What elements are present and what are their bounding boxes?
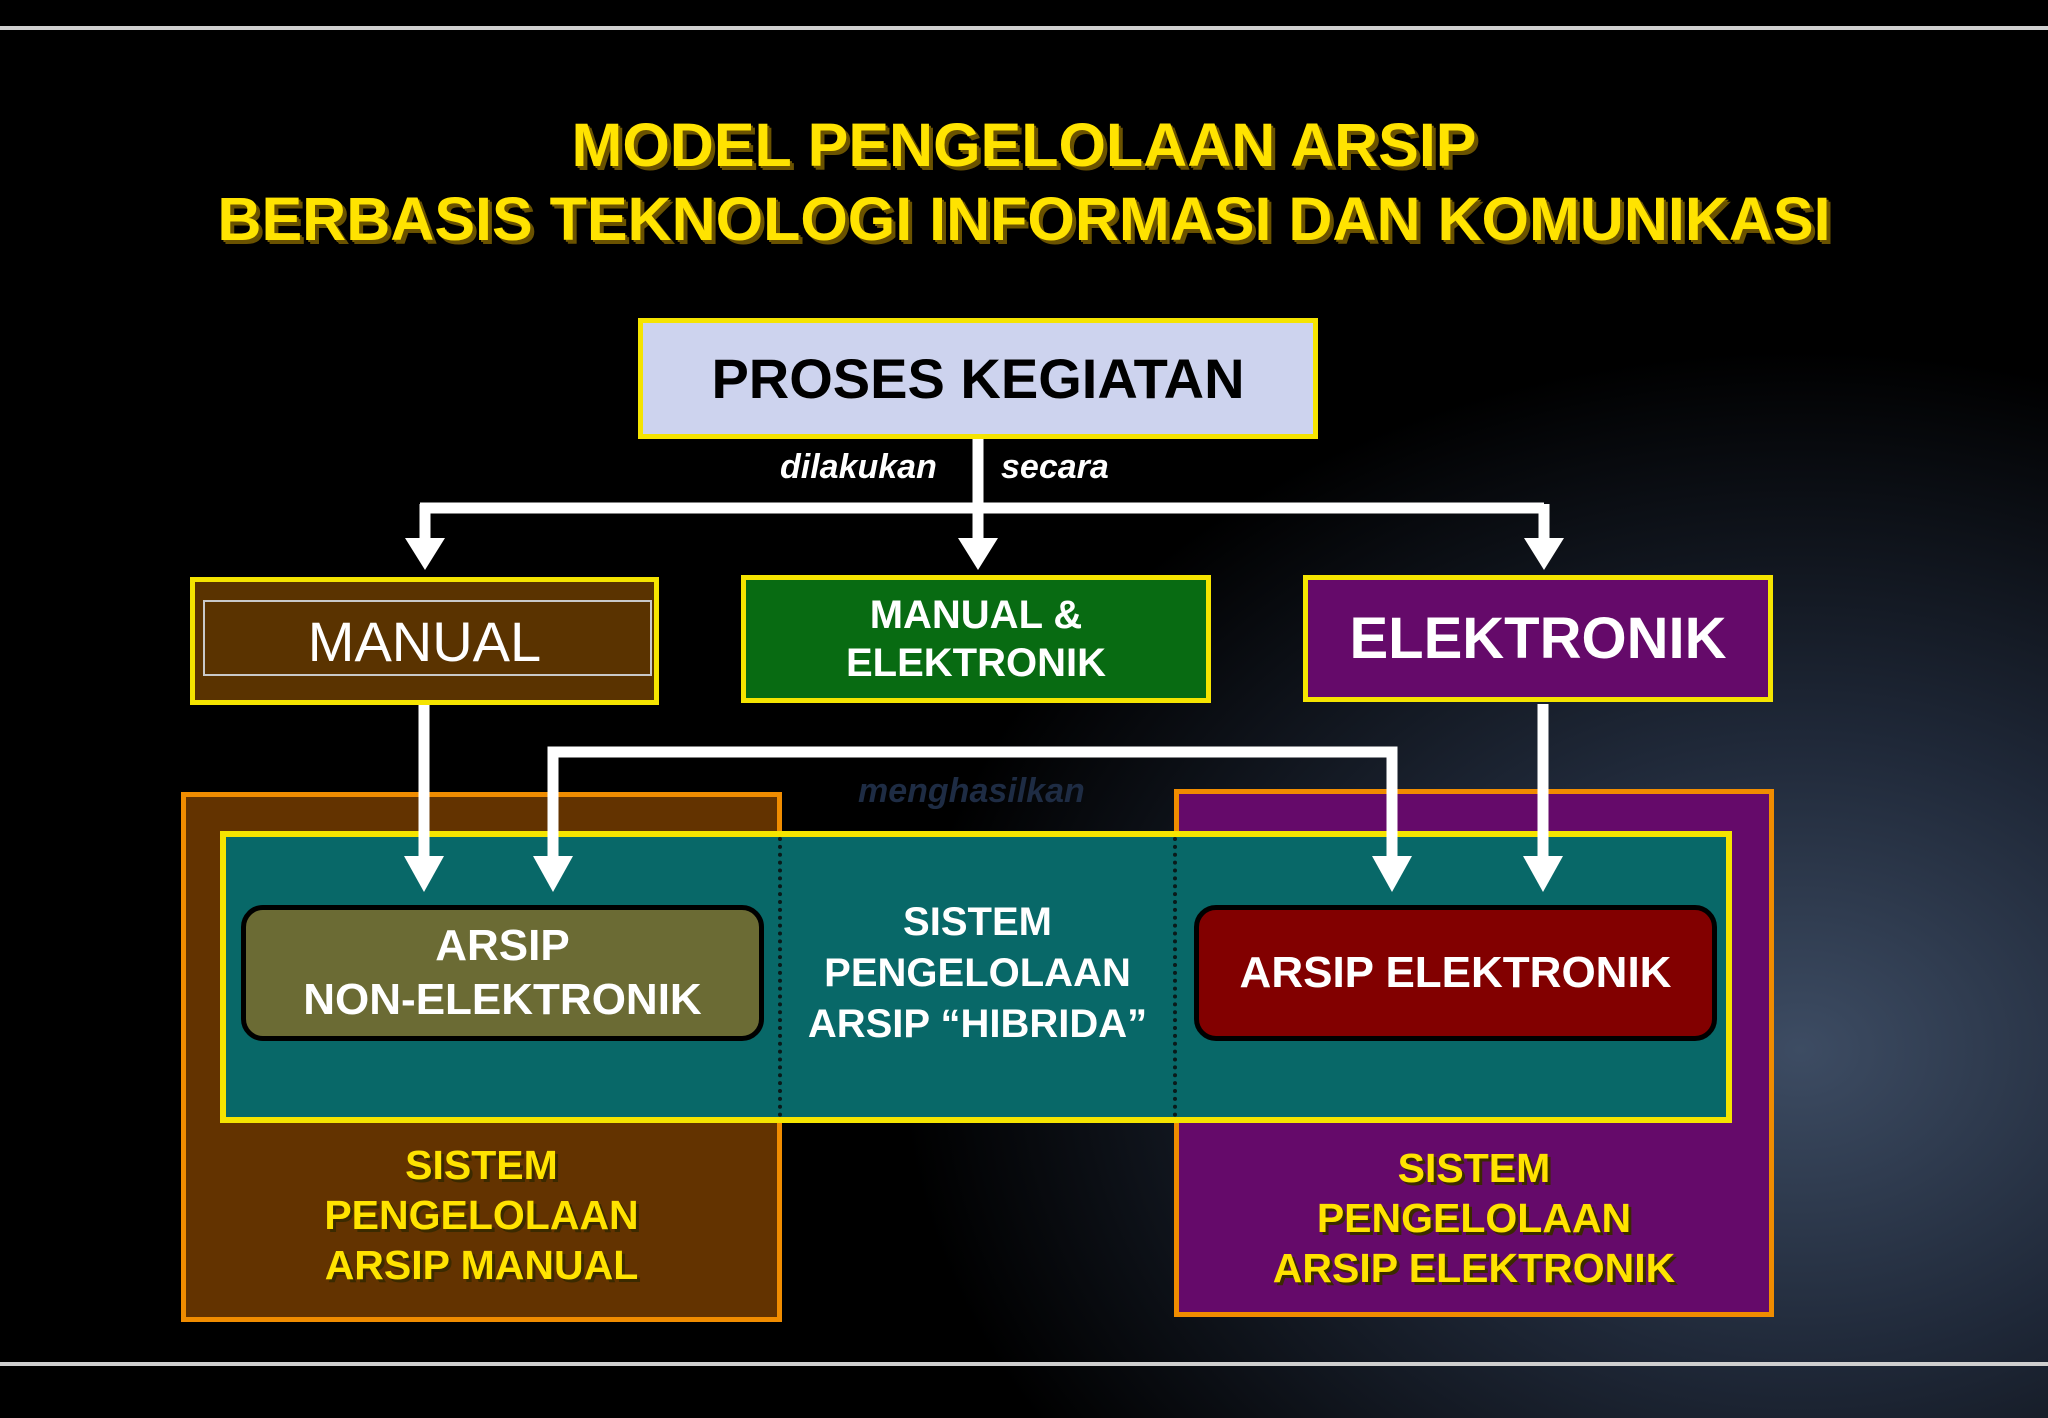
sistem-elektronik-line-1: SISTEM (1397, 1145, 1551, 1191)
arsip-elektronik-box: ARSIP ELEKTRONIK (1194, 905, 1717, 1041)
proses-kegiatan-label: PROSES KEGIATAN (711, 347, 1245, 410)
sistem-manual-line-2: PENGELOLAAN (324, 1192, 639, 1238)
proses-kegiatan-box: PROSES KEGIATAN (638, 318, 1318, 439)
arsip-non-line-1: ARSIP (435, 921, 570, 970)
elektronik-box: ELEKTRONIK (1303, 575, 1773, 702)
divider-left (778, 837, 782, 1117)
title-line-1: MODEL PENGELOLAAN ARSIP (571, 111, 1477, 179)
sistem-elektronik-text: SISTEM PENGELOLAAN ARSIP ELEKTRONIK (1179, 1138, 1769, 1298)
top-rule (0, 26, 2048, 30)
sistem-manual-line-3: ARSIP MANUAL (324, 1242, 639, 1288)
sistem-manual-line-1: SISTEM (405, 1142, 558, 1188)
sistem-manual-text: SISTEM PENGELOLAAN ARSIP MANUAL (186, 1135, 777, 1295)
manual-box: MANUAL (190, 577, 659, 705)
elektronik-label: ELEKTRONIK (1349, 606, 1727, 671)
dilakukan-label: dilakukan (780, 448, 937, 486)
arsip-elektronik-label: ARSIP ELEKTRONIK (1239, 948, 1672, 997)
manual-elektronik-box: MANUAL & ELEKTRONIK (741, 575, 1211, 703)
arsip-non-elektronik-box: ARSIP NON-ELEKTRONIK (241, 905, 764, 1041)
manual-elektronik-line-2: ELEKTRONIK (846, 641, 1106, 685)
sistem-elektronik-line-3: ARSIP ELEKTRONIK (1272, 1245, 1676, 1291)
hibrida-line-2: PENGELOLAAN (824, 950, 1131, 995)
secara-label: secara (1001, 448, 1109, 486)
hibrida-line-1: SISTEM (903, 899, 1052, 944)
manual-inner-frame (203, 600, 652, 676)
sistem-elektronik-line-2: PENGELOLAAN (1316, 1195, 1632, 1241)
hibrida-line-3: ARSIP “HIBRIDA” (807, 1001, 1148, 1046)
arsip-non-line-2: NON-ELEKTRONIK (303, 975, 702, 1024)
hibrida-text-block: SISTEM PENGELOLAAN ARSIP “HIBRIDA” (782, 893, 1173, 1053)
manual-elektronik-line-1: MANUAL & (869, 593, 1083, 637)
menghasilkan-label: menghasilkan (858, 772, 1085, 810)
bottom-rule (0, 1362, 2048, 1366)
manual-label: MANUAL (307, 609, 542, 673)
divider-right (1173, 837, 1177, 1117)
title-line-2: BERBASIS TEKNOLOGI INFORMASI DAN KOMUNIK… (217, 185, 1831, 253)
